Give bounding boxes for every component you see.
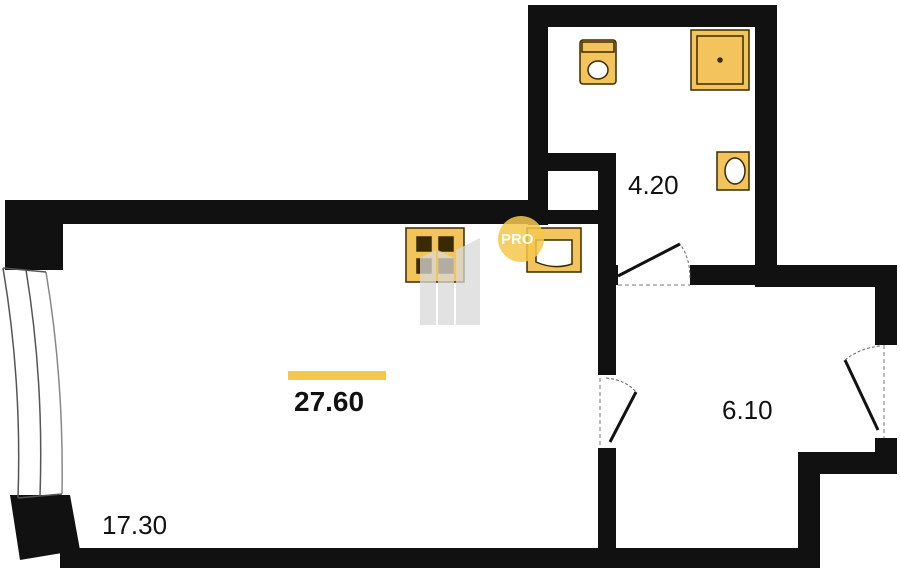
toilet-icon [579,39,617,85]
room-area-main: 17.30 [102,510,168,540]
room-area-hallway: 6.10 [722,395,773,425]
wall-bath-right [755,5,777,285]
window-icon [2,267,63,499]
wall-bath-left [528,5,548,225]
wall-hall-top-right [755,265,895,287]
shaft-right [598,153,616,213]
wall-left-top [5,200,63,270]
wall-partition-lower [598,448,616,558]
wall-hall-step-h [798,452,897,474]
walls [5,5,897,568]
wall-top-main [5,200,545,224]
total-area-accent-bar [288,371,386,380]
wall-left-bottom [10,495,80,560]
shaft-top [528,153,616,171]
washbasin-icon [716,151,750,191]
watermark-badge-text: PRO [501,231,534,248]
wall-bath-top [528,5,776,27]
wall-hall-step-v [798,452,820,568]
shower-tray-icon [690,29,750,91]
shaft-bottom [528,210,616,224]
watermark-badge [498,216,544,262]
door-swing-icon [599,242,885,446]
wall-hall-right-upper [875,265,897,345]
room-area-bathroom: 4.20 [628,170,679,200]
wall-bottom [60,548,820,568]
logo-watermark-icon [420,238,480,325]
wall-partition-upper [598,210,616,375]
wall-bath-hall-stub [598,265,618,285]
total-area: 27.60 [294,386,365,417]
